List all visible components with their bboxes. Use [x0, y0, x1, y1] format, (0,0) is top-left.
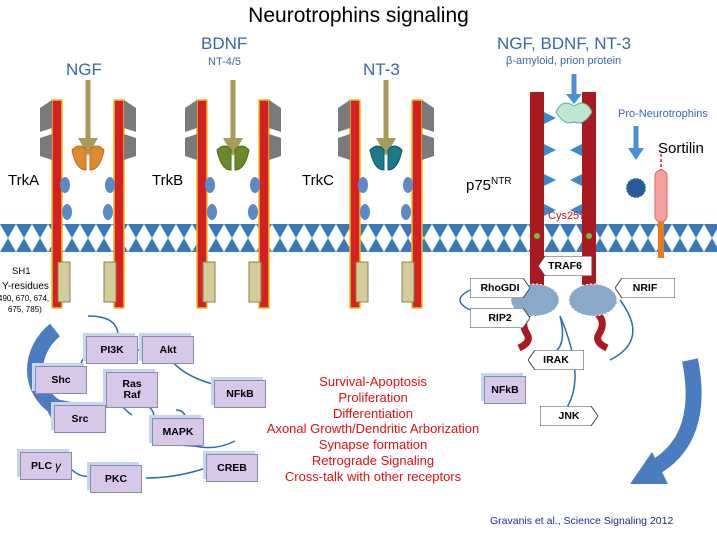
right-swoop-arrow: [646, 358, 702, 478]
pro-neurotrophins-label: Pro-Neurotrophins: [618, 108, 708, 120]
citation: Gravanis et al., Science Signaling 2012: [490, 515, 674, 527]
traf6-tag: TRAF6: [538, 256, 592, 276]
outcome-item: Retrograde Signaling: [311, 452, 435, 468]
p75-sup: NTR: [491, 176, 512, 187]
nfkb-box: NFkB: [214, 380, 266, 408]
nrif-tag: NRIF: [615, 278, 675, 298]
trkb-label: TrkB: [152, 172, 184, 189]
akt-box: Akt: [142, 336, 194, 364]
outcome-item: Differentiation: [333, 405, 413, 421]
trka-receptor: [40, 80, 136, 309]
ngf-label: NGF: [66, 60, 102, 79]
p75-nfkb-box: NFkB: [484, 376, 526, 404]
plc-gamma-box: PLC γ: [20, 452, 72, 480]
rhogdi-tag: RhoGDI: [470, 278, 530, 298]
outcome-item: Axonal Growth/Dendritic Arborization: [266, 421, 480, 437]
nt3-label: NT-3: [363, 60, 400, 79]
irak-tag: IRAK: [528, 350, 584, 370]
pi3k-box: PI3K: [86, 336, 138, 364]
p75-ligands-sub: β-amyloid, prion protein: [506, 55, 622, 67]
trkb-receptor: [185, 80, 281, 309]
trkc-receptor: [338, 80, 434, 309]
right-swoop-arrowhead: [630, 452, 668, 484]
shc-box: Shc: [35, 366, 87, 394]
sortilin-receptor: [654, 169, 668, 223]
pkc-box: PKC: [90, 465, 142, 493]
rip2-tag: RIP2: [470, 308, 530, 328]
sortilin-label: Sortilin: [658, 140, 704, 157]
sh1-label: SH1: [12, 266, 31, 277]
p75-ligands-label: NGF, BDNF, NT-3: [497, 34, 632, 53]
outcomes-list: Survival-Apoptosis Proliferation Differe…: [238, 374, 508, 485]
bdnf-label: BDNF: [201, 34, 248, 53]
creb-box: CREB: [206, 454, 258, 482]
diagram-title: Neurotrophins signaling: [248, 4, 469, 27]
trkc-label: TrkC: [302, 172, 334, 189]
outcome-item: Synapse formation: [318, 437, 428, 453]
p75-label: p75NTR: [466, 176, 512, 194]
outcome-item: Proliferation: [338, 389, 408, 405]
nt45-label: NT-4/5: [208, 56, 242, 68]
mapk-box: MAPK: [152, 418, 204, 446]
y-residues-label: Y-residues: [2, 281, 49, 292]
y-residues-list-2: 675, 785): [8, 305, 42, 314]
cys257-label: Cys257: [548, 210, 586, 222]
y-residues-list-1: 490, 670, 674,: [0, 294, 50, 303]
jnk-tag: JNK: [540, 406, 598, 426]
trka-label: TrkA: [8, 172, 40, 189]
src-box: Src: [54, 405, 106, 433]
pro-neurotrophin-particle: [625, 177, 647, 199]
outcome-item: Cross-talk with other receptors: [284, 468, 462, 484]
outcome-item: Survival-Apoptosis: [319, 374, 427, 389]
